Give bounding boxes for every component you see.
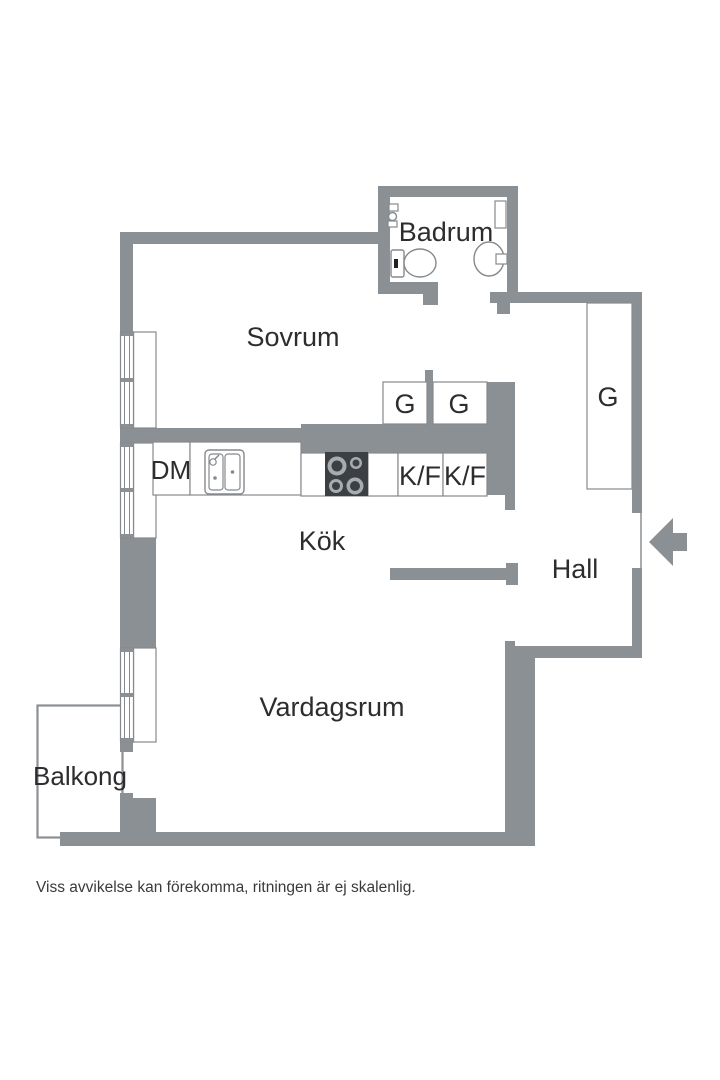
- label-balcony: Balkong: [33, 761, 127, 791]
- label-hall: Hall: [552, 554, 599, 584]
- dishwasher-cell: [152, 441, 191, 496]
- bathroom-tap-icon: [387, 203, 399, 228]
- bathroom-mirror-icon: [494, 200, 507, 229]
- label-dishwasher: DM: [151, 455, 191, 485]
- wall-right-below-entry: [632, 568, 642, 658]
- balcony-outline: [36, 704, 124, 839]
- wall-bathroom-bottom-left: [378, 282, 438, 294]
- label-wardrobe-left: G: [394, 389, 415, 419]
- wall-hall-top: [490, 292, 642, 303]
- label-fridge: K/F: [399, 461, 441, 491]
- wall-bedroom-top: [120, 232, 390, 244]
- disclaimer-text: Viss avvikelse kan förekomma, ritningen …: [36, 879, 416, 896]
- wall-kitchen-door-jamb: [505, 495, 515, 510]
- wall-left-small2: [120, 793, 133, 798]
- stove-icon: [325, 452, 368, 496]
- toilet-icon: [390, 248, 437, 278]
- label-freezer: K/F: [444, 461, 486, 491]
- entry-arrow-icon: [649, 518, 687, 566]
- wall-livingroom-right-notch: [505, 641, 515, 647]
- wall-left-block2: [120, 538, 156, 648]
- label-bedroom: Sovrum: [246, 322, 339, 352]
- wardrobe-right-box: [432, 381, 488, 425]
- wall-bathroom-door-jamb-left: [423, 294, 438, 305]
- wall-bedroom-kitchen-divider: [120, 428, 301, 442]
- wall-livingroom-right: [505, 646, 535, 846]
- wall-kitchen-hall-bar: [390, 568, 506, 580]
- wardrobe-hall-box: [586, 302, 633, 490]
- wall-bathroom-top: [378, 186, 518, 197]
- wall-kitchen-right-block: [487, 382, 515, 495]
- wall-hall-bottom: [535, 646, 642, 658]
- freezer-cell: [442, 452, 488, 497]
- wall-hall-top-jamb: [497, 303, 510, 314]
- wall-left-top: [120, 232, 133, 332]
- label-wardrobe-hall: G: [597, 382, 618, 412]
- wall-bathroom-right: [507, 186, 518, 303]
- wall-bottom: [60, 832, 535, 846]
- counter-cell: [367, 452, 399, 497]
- wall-kitchen-hall-bar-cap: [506, 563, 518, 585]
- walls: [60, 186, 642, 846]
- label-bathroom: Badrum: [399, 217, 494, 247]
- bathroom-sink-icon: [473, 241, 508, 277]
- label-kitchen: Kök: [299, 526, 346, 556]
- wall-wardrobe-stub: [425, 370, 433, 424]
- fridge-cell: [397, 452, 444, 497]
- window-bedroom: [119, 331, 157, 429]
- kitchen-sink-icon: [204, 449, 245, 495]
- wardrobe-left-box: [382, 381, 428, 425]
- wall-right-above-entry: [632, 303, 642, 513]
- wall-kitchen-top: [301, 424, 487, 453]
- window-kitchen: [119, 442, 157, 539]
- wall-left-small1: [120, 742, 133, 752]
- wall-bathroom-left: [378, 186, 390, 294]
- window-livingroom: [119, 647, 157, 743]
- label-wardrobe-right: G: [448, 389, 469, 419]
- label-livingroom: Vardagsrum: [259, 692, 404, 722]
